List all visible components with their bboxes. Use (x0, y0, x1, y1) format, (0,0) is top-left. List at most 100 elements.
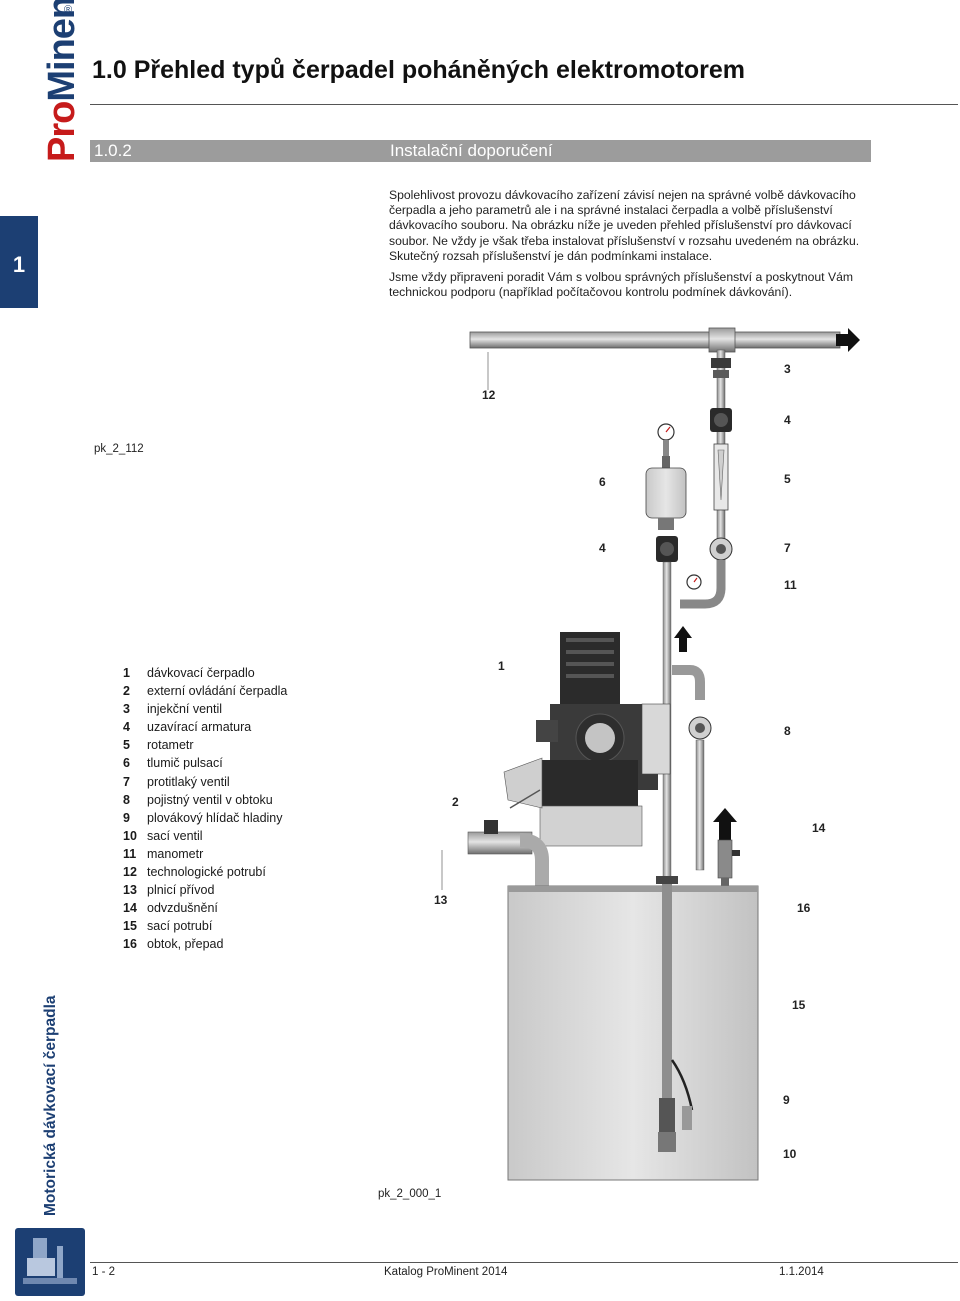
legend-number: 16 (123, 937, 137, 952)
legend-text: technologické potrubí (147, 865, 266, 880)
label-4-upper: 4 (784, 413, 791, 427)
legend-number: 6 (123, 756, 130, 771)
legend-number: 5 (123, 738, 130, 753)
legend-item: 9 plovákový hlídač hladiny (123, 809, 287, 827)
chapter-tab: 1 (0, 216, 38, 308)
legend-item: 1 dávkovací čerpadlo (123, 664, 287, 682)
legend-text: rotametr (147, 738, 194, 753)
label-11: 11 (784, 578, 797, 592)
legend-text: obtok, přepad (147, 937, 224, 952)
legend-item: 7 protitlaký ventil (123, 773, 287, 791)
label-14: 14 (812, 821, 826, 835)
legend-item: 16 obtok, přepad (123, 935, 287, 953)
figure-code-bottom: pk_2_000_1 (378, 1188, 442, 1200)
installation-diagram: 3 12 4 6 5 4 7 11 1 8 2 14 13 16 15 9 10 (434, 327, 860, 1181)
label-15: 15 (792, 998, 806, 1012)
relief-valve (688, 716, 712, 740)
section-bar (90, 140, 871, 162)
section-number: 1.0.2 (94, 141, 132, 160)
legend-number: 7 (123, 774, 130, 789)
label-12: 12 (482, 388, 496, 402)
pump-thumbnail-icon (23, 1238, 77, 1284)
pulsation-damper (645, 456, 687, 530)
shutoff-valve-lower (656, 536, 678, 562)
intro-paragraph-2: Jsme vždy připraveni poradit Vám s volbo… (389, 270, 854, 300)
chapter-thumbnail (15, 1228, 85, 1296)
label-3: 3 (784, 362, 791, 376)
legend-item: 3 injekční ventil (123, 700, 287, 718)
intro-paragraph-1: Spolehlivost provozu dávkovacího zařízen… (389, 188, 860, 263)
legend-text: protitlaký ventil (147, 774, 230, 789)
legend-item: 5 rotametr (123, 736, 287, 754)
legend-item: 6 tlumič pulsací (123, 754, 287, 772)
pressure-gauge-lower (686, 574, 702, 590)
suction-line (656, 876, 694, 1111)
legend-text: sací potrubí (147, 919, 213, 934)
dosing-pump (503, 632, 671, 847)
legend-number: 15 (123, 919, 137, 934)
label-6: 6 (599, 475, 606, 489)
label-8: 8 (784, 724, 791, 738)
intro-text: Spolehlivost provozu dávkovacího zařízen… (389, 188, 869, 306)
legend-number: 12 (123, 865, 137, 880)
title-divider (90, 104, 958, 105)
legend-number: 9 (123, 810, 130, 825)
bypass-line (695, 739, 705, 871)
legend-number: 4 (123, 720, 130, 735)
chapter-number: 1 (12, 252, 26, 277)
legend-text: injekční ventil (147, 702, 223, 717)
legend-number: 8 (123, 792, 130, 807)
logo-wordmark: ProMinent (41, 0, 83, 162)
shutoff-valve-upper (710, 408, 732, 432)
prominent-logo: ProMinent ® (41, 0, 83, 162)
foot-valve (658, 1132, 676, 1152)
legend-text: manometr (147, 846, 204, 861)
flow-arrow-up-2 (713, 808, 737, 840)
legend-text: dávkovací čerpadlo (147, 666, 255, 680)
legend-item: 15 sací potrubí (123, 917, 287, 935)
label-2: 2 (452, 795, 459, 809)
section-title: Instalační doporučení (390, 141, 553, 160)
label-4-lower: 4 (599, 541, 606, 555)
label-7: 7 (784, 541, 791, 555)
side-chapter-title: Motorická dávkovací čerpadla (42, 995, 59, 1216)
legend-item: 2 externí ovládání čerpadla (123, 682, 287, 700)
rotameter (713, 443, 729, 511)
legend-text: odvzdušnění (147, 901, 218, 916)
legend-number: 13 (123, 883, 137, 898)
legend-text: uzavírací armatura (147, 720, 252, 735)
legend-number: 2 (123, 684, 130, 699)
label-16: 16 (797, 901, 811, 915)
level-switch (659, 1098, 692, 1132)
figure-code-top: pk_2_112 (94, 443, 144, 455)
label-1: 1 (498, 659, 505, 673)
flow-arrow-right (836, 328, 860, 352)
registered-mark: ® (64, 4, 73, 16)
legend-text: pojistný ventil v obtoku (147, 792, 273, 807)
legend-number: 3 (123, 702, 130, 717)
legend-number: 14 (123, 901, 137, 916)
back-pressure-valve (709, 537, 733, 561)
page-title: 1.0 Přehled typů čerpadel poháněných ele… (92, 56, 745, 84)
legend-text: tlumič pulsací (147, 756, 223, 771)
footer-date: 1.1.2014 (779, 1266, 824, 1278)
process-pipe (469, 327, 841, 353)
label-5: 5 (784, 472, 791, 486)
legend-text: externí ovládání čerpadla (147, 684, 288, 699)
pressure-gauge-upper (657, 423, 675, 456)
legend-number: 1 (123, 666, 130, 680)
footer-catalog: Katalog ProMinent 2014 (384, 1266, 508, 1278)
legend-item: 13 plnicí přívod (123, 881, 287, 899)
label-13: 13 (434, 893, 448, 907)
legend-text: plnicí přívod (147, 883, 215, 898)
legend-item: 8 pojistný ventil v obtoku (123, 791, 287, 809)
footer-divider (90, 1262, 958, 1263)
legend-number: 10 (123, 828, 137, 843)
vent-valve (717, 839, 740, 879)
legend-text: plovákový hlídač hladiny (147, 810, 283, 825)
flow-arrow-up-1 (674, 626, 692, 652)
legend-item: 14 odvzdušnění (123, 899, 287, 917)
legend-item: 4 uzavírací armatura (123, 718, 287, 736)
